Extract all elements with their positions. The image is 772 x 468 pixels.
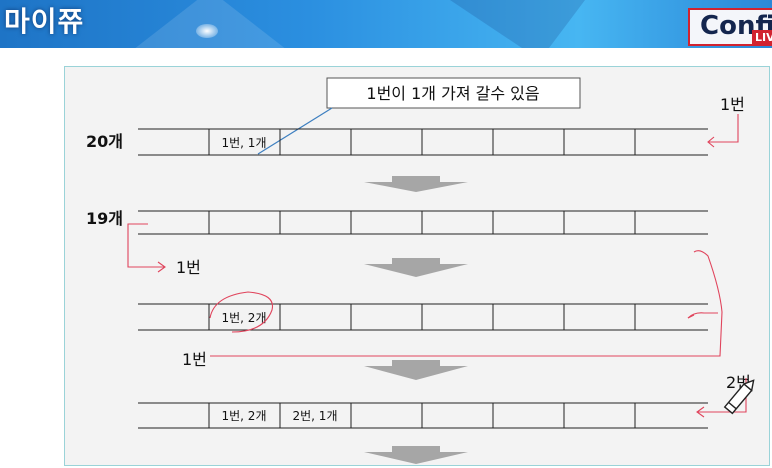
- pen-cursor-icon: [723, 379, 755, 415]
- queue-row: 1번, 1개: [138, 128, 708, 156]
- live-badge: LIV: [752, 30, 772, 44]
- down-arrow-icon: [364, 360, 468, 380]
- light-flare-icon: [196, 24, 218, 38]
- callout-box: [326, 77, 581, 109]
- queue-row: 1번, 2개: [138, 303, 708, 331]
- queue-cell: 1번, 2개: [222, 311, 267, 325]
- brand-title: 마이쮸: [4, 5, 85, 38]
- pen-annotations: [127, 114, 747, 418]
- annotation-top-right: 1번: [720, 95, 745, 114]
- annotation-left-mid: 1번: [176, 258, 201, 277]
- down-arrow-icon: [364, 446, 468, 464]
- callout-text: 1번이 1개 가져 갈수 있음: [366, 84, 539, 103]
- down-arrow-icon: [364, 176, 468, 192]
- queue-cell: 1번, 1개: [222, 136, 267, 150]
- queue-row: 1번, 2개 2번, 1개: [138, 402, 708, 429]
- top-banner: 마이쮸 Confi LIV: [0, 0, 772, 48]
- row-count-1: 20개: [86, 132, 123, 151]
- callout-pointer: [257, 107, 333, 155]
- annotation-row3-left: 1번: [182, 350, 207, 369]
- queue-cell: 2번, 1개: [293, 409, 338, 423]
- row-count-2: 19개: [86, 209, 123, 228]
- conference-logo: Confi LIV: [688, 8, 772, 46]
- down-arrow-icon: [364, 258, 468, 277]
- queue-row: [138, 210, 708, 235]
- queue-cell: 1번, 2개: [222, 409, 267, 423]
